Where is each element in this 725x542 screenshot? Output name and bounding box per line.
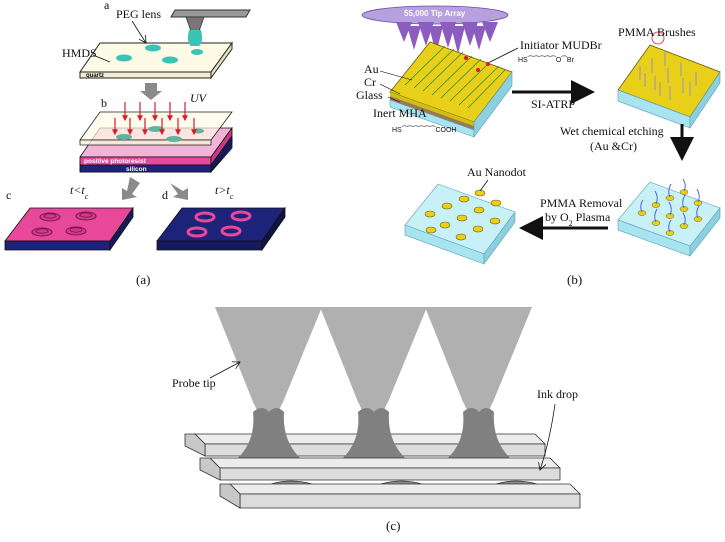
probe-tip-pointer: [209, 362, 240, 379]
quartz-label: quartz: [86, 73, 104, 79]
wet-etching-label-2: (Au &Cr): [590, 139, 637, 153]
silicon-label: silicon: [126, 166, 147, 173]
caption-b: (b): [567, 272, 582, 287]
peg-lens-drops: [116, 44, 203, 64]
inert-mha-label: Inert MHA: [373, 106, 427, 120]
initiator-label: Initiator MUDBr: [520, 38, 602, 52]
uv-arrows: [112, 102, 197, 136]
cr-pointer: [379, 83, 401, 95]
peg-lens-pointer: [131, 20, 146, 43]
step-b-stack: positive photoresist silicon: [79, 111, 233, 174]
ink-menisci: [238, 408, 510, 458]
arrow-a-to-b: [140, 83, 162, 100]
step-d-result: [156, 206, 286, 252]
glass-label: Glass: [356, 88, 383, 102]
peg-lens-label: PEG lens: [116, 7, 161, 21]
substrate-bar-front: [219, 483, 581, 509]
au-nanodot-pointer: [479, 179, 489, 192]
glass-pointer: [387, 96, 401, 103]
arrow-b-to-c: [122, 177, 140, 200]
step-c-label: c: [6, 188, 11, 202]
step-b-label: b: [101, 96, 107, 110]
cr-label: Cr: [364, 75, 376, 89]
condition-d: t>tc: [215, 183, 234, 201]
substrate-pmma-brushes: [617, 31, 721, 129]
caption-c: (c): [386, 518, 400, 533]
arrow-b-to-d: [160, 177, 188, 200]
mha-structure: HS⁀⁀⁀⁀⁀⁀COOH: [392, 125, 456, 134]
uv-label: UV: [190, 91, 208, 105]
substrate-au-nanodot: [404, 183, 516, 265]
au-pointer: [379, 70, 413, 81]
initiator-pointer: [489, 47, 519, 63]
caption-a: (a): [136, 272, 150, 287]
tip-array: 55,000 Tip Array: [361, 5, 509, 54]
panel-a: quartz a PEG lens HMDS b: [4, 0, 286, 287]
tip-array-label: 55,000 Tip Array: [404, 9, 466, 18]
photoresist-label: positive photoresist: [84, 158, 147, 165]
panel-b: 55,000 Tip Array Initiator MUDBr HS⁀⁀⁀⁀⁀…: [356, 5, 721, 287]
step-c-result: [4, 206, 134, 252]
pmma-brushes-label: PMMA Brushes: [618, 25, 696, 39]
pmma-removal-label-1: PMMA Removal: [540, 196, 623, 210]
si-atrp-label: SI-ATRP: [531, 97, 575, 111]
probe-tips: [215, 307, 532, 425]
au-label: Au: [364, 62, 379, 76]
step-a-cantilever: [170, 9, 251, 46]
probe-tip-label: Probe tip: [172, 376, 216, 390]
wet-etching-label-1: Wet chemical etching: [560, 124, 664, 138]
step-a-label: a: [104, 0, 110, 12]
ink-drop-pointer: [540, 403, 556, 470]
substrate-step1: [389, 41, 513, 138]
hmds-pointer: [92, 54, 111, 63]
condition-c: t<tc: [70, 183, 89, 201]
step-d-label: d: [162, 188, 168, 202]
hmds-label: HMDS: [62, 46, 97, 60]
au-nanodot-label: Au Nanodot: [467, 165, 527, 179]
initiator-structure: HS⁀⁀⁀⁀⁀O⁀Br: [518, 55, 575, 64]
substrate-etched: [617, 178, 721, 257]
panel-c: Probe tip Ink drop (c): [172, 307, 581, 533]
pmma-removal-label-2: by O2 Plasma: [545, 210, 611, 228]
ink-drop-label: Ink drop: [537, 387, 578, 401]
substrate-bar-middle: [199, 457, 561, 481]
